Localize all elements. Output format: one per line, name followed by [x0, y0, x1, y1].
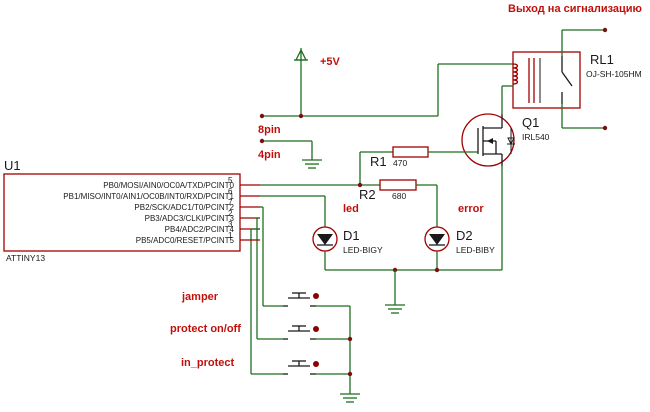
- relay-rl1: [512, 51, 581, 109]
- ground-symbol: [385, 304, 405, 314]
- r1-value: 470: [393, 158, 407, 168]
- switch-protect-on-off: [283, 325, 319, 340]
- r2-ref: R2: [359, 187, 376, 202]
- d1-label: led: [343, 203, 359, 215]
- rl1-value: OJ-SH-105HM: [586, 69, 642, 79]
- switch-in-protect: [283, 360, 319, 375]
- u1-pin-name: PB1/MISO/INT0/AIN1/OC0B/INT0/RXD/PCINT1: [63, 192, 234, 201]
- led-d1: [312, 226, 338, 252]
- u1-pin-number: 1: [228, 231, 233, 240]
- u1-pin-name: PB0/MOSI/AIN0/OC0A/TXD/PCINT0: [103, 181, 234, 190]
- switch-label: jamper: [181, 291, 219, 303]
- pin8-terminal: [259, 113, 265, 119]
- power-label: +5V: [320, 56, 341, 68]
- q1-ref: Q1: [522, 115, 539, 130]
- d2-label: error: [458, 203, 484, 215]
- u1-pin-number: 3: [228, 220, 233, 229]
- u1-pin-name: PB3/ADC3/CLKI/PCINT3: [145, 214, 235, 223]
- u1-pin-number: 5: [228, 176, 233, 185]
- u1-pin-name: PB5/ADC0/RESET/PCINT5: [136, 236, 235, 245]
- switch-label: protect on/off: [170, 323, 241, 335]
- pin4-terminal: [259, 138, 265, 144]
- u1-pin-name: PB4/ADC2/PCINT4: [165, 225, 235, 234]
- pin4-label: 4pin: [258, 149, 281, 161]
- power-symbol: [294, 48, 308, 116]
- led-d2: [424, 226, 450, 252]
- ground-symbol: [302, 159, 322, 169]
- mosfet-q1: [461, 113, 515, 167]
- d2-value: LED-BIBY: [456, 245, 495, 255]
- pin8-label: 8pin: [258, 124, 281, 136]
- u1-value: ATTINY13: [6, 253, 45, 263]
- u1-pin-name: PB2/SCK/ADC1/T0/PCINT2: [134, 203, 234, 212]
- d1-ref: D1: [343, 228, 360, 243]
- u1-pin-number: 7: [228, 198, 233, 207]
- relay-output-label: Выход на сигнализацию: [508, 3, 642, 15]
- rl1-ref: RL1: [590, 52, 614, 67]
- switch-label: in_protect: [181, 357, 235, 369]
- u1-pin-number: 2: [228, 209, 233, 218]
- d2-ref: D2: [456, 228, 473, 243]
- relay-output-terminal-2: [602, 125, 608, 131]
- ic-u1: [3, 173, 241, 252]
- r2-value: 680: [392, 191, 406, 201]
- relay-output-terminal-1: [602, 27, 608, 33]
- switch-jamper: [283, 292, 319, 307]
- u1-ref: U1: [4, 158, 21, 173]
- resistor-r2: [379, 179, 417, 191]
- q1-value: IRL540: [522, 132, 550, 142]
- resistor-r1: [392, 146, 429, 158]
- r1-ref: R1: [370, 154, 387, 169]
- d1-value: LED-BIGY: [343, 245, 383, 255]
- u1-pin-number: 6: [228, 187, 233, 196]
- ground-symbol: [340, 393, 360, 403]
